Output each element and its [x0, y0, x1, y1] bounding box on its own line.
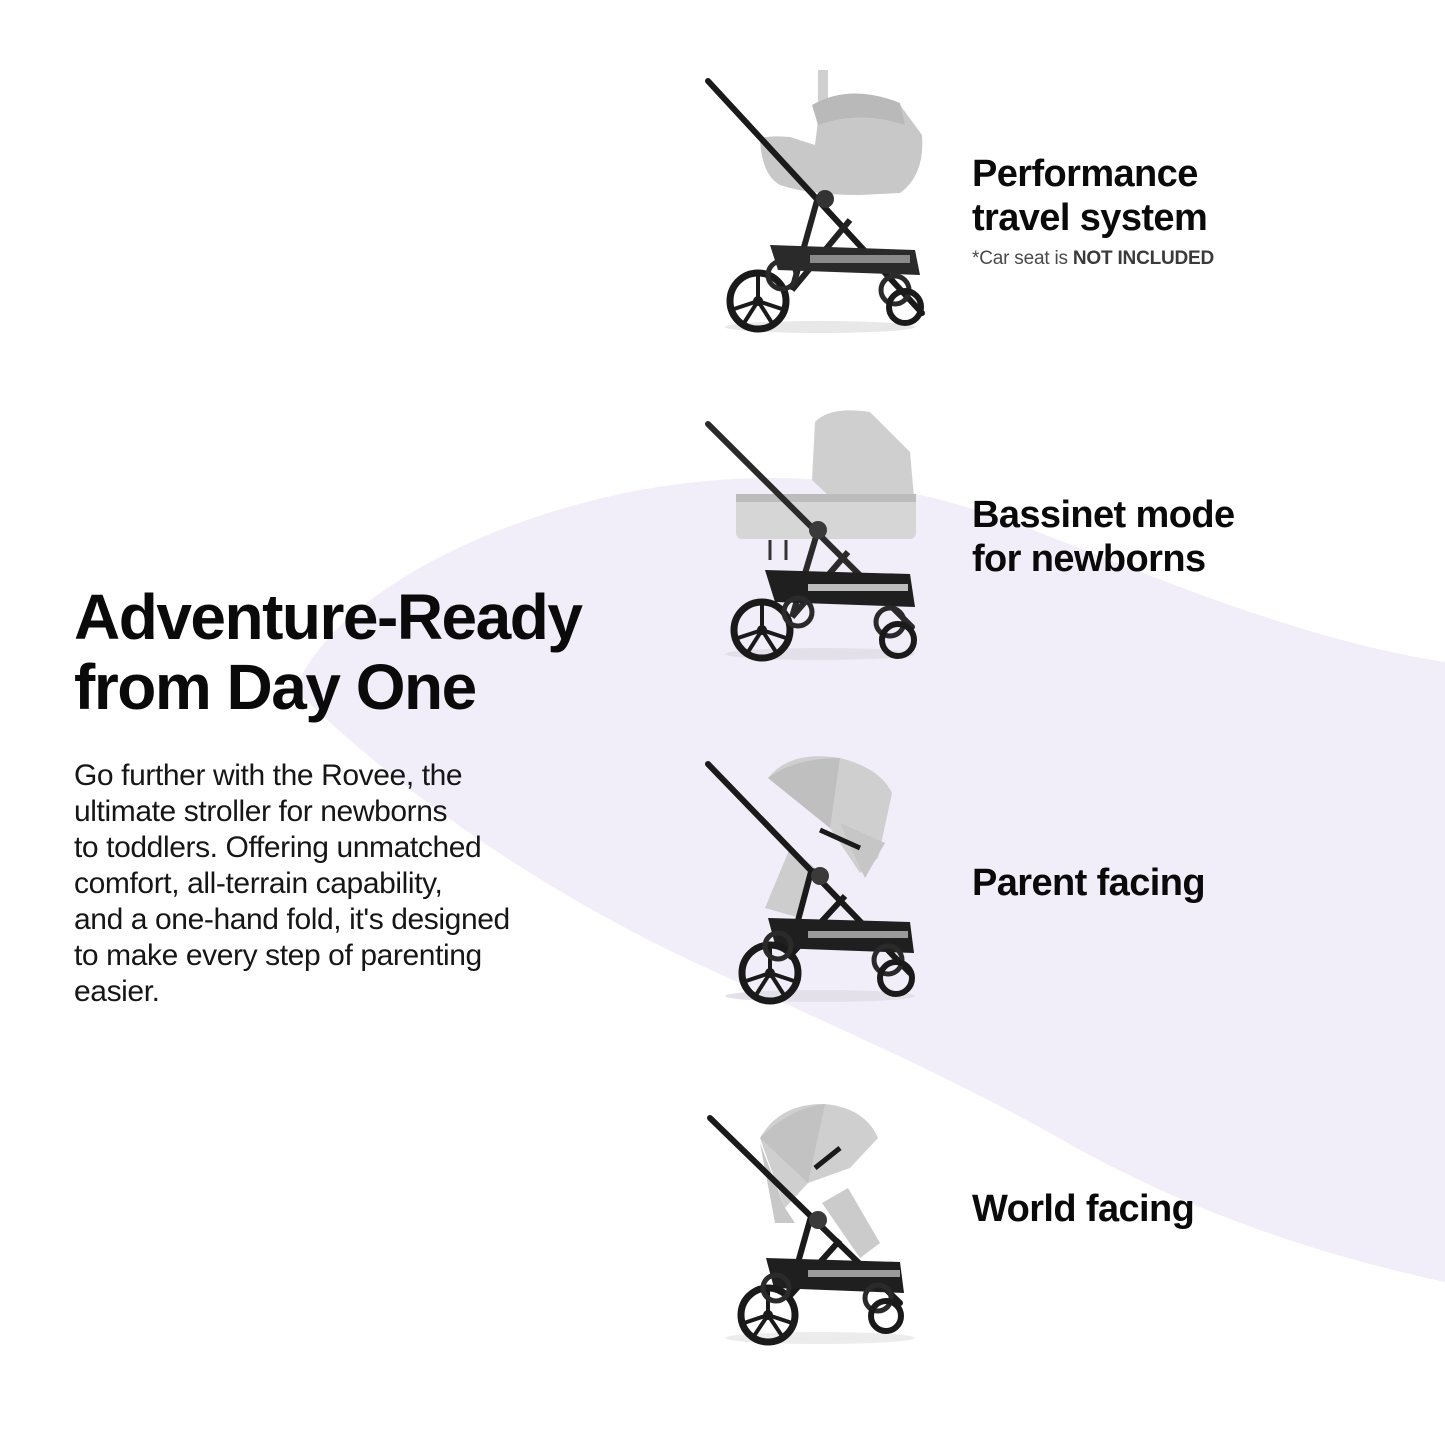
hero-section: Adventure-Ready from Day One Go further …: [74, 582, 694, 1010]
hero-body-line: to make every step of parenting: [74, 939, 482, 972]
mode-title-line-1: World facing: [972, 1188, 1195, 1230]
mode-travel-system: Performance travel system *Car seat is N…: [972, 152, 1214, 270]
stroller-parent-facing-image: [700, 748, 940, 1013]
mode-title-line-1: Parent facing: [972, 862, 1206, 904]
car-seat-disclaimer: *Car seat is NOT INCLUDED: [972, 248, 1214, 270]
hero-description: Go further with the Rovee, the ultimate …: [74, 758, 634, 1010]
hero-body-line: comfort, all-terrain capability,: [74, 867, 443, 900]
mode-title: Parent facing: [972, 861, 1206, 905]
mode-title-line-2: travel system: [972, 197, 1208, 239]
hero-title-line-1: Adventure-Ready: [74, 581, 583, 653]
hero-body-line: to toddlers. Offering unmatched: [74, 831, 482, 864]
mode-title: Bassinet mode for newborns: [972, 493, 1235, 581]
stroller-world-facing-image: [700, 1098, 940, 1353]
mode-title-line-2: for newborns: [972, 538, 1206, 580]
mode-title-line-1: Performance: [972, 153, 1198, 195]
hero-title-line-2: from Day One: [74, 651, 477, 723]
mode-title: Performance travel system: [972, 152, 1214, 240]
mode-world-facing: World facing: [972, 1187, 1195, 1231]
hero-body-line: easier.: [74, 975, 160, 1008]
disclaimer-emphasis: NOT INCLUDED: [1072, 248, 1215, 269]
disclaimer-prefix: *Car seat is: [972, 248, 1073, 269]
mode-title-line-1: Bassinet mode: [972, 494, 1235, 536]
mode-bassinet: Bassinet mode for newborns: [972, 493, 1235, 581]
mode-parent-facing: Parent facing: [972, 861, 1206, 905]
stroller-car-seat-image: [700, 65, 940, 345]
mode-title: World facing: [972, 1187, 1195, 1231]
hero-body-line: Go further with the Rovee, the: [74, 759, 463, 792]
hero-body-line: and a one-hand fold, it's designed: [74, 903, 510, 936]
hero-title: Adventure-Ready from Day One: [74, 582, 694, 722]
stroller-bassinet-image: [700, 402, 940, 672]
hero-body-line: ultimate stroller for newborns: [74, 795, 448, 828]
